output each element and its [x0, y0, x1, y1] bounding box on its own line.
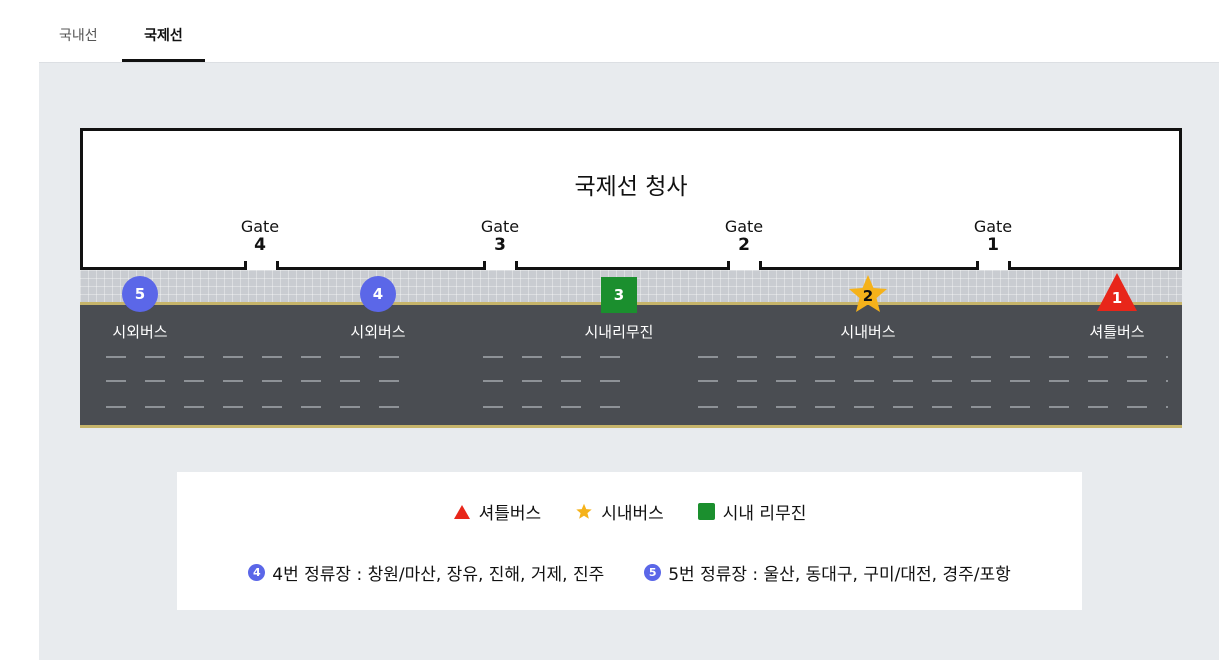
lane-dashes	[106, 406, 406, 408]
road-edge-line	[80, 425, 1182, 428]
gate-word: Gate	[240, 217, 280, 236]
legend-stop-text: 4번 정류장 : 창원/마산, 장유, 진해, 거제, 진주	[272, 565, 605, 585]
legend-box: 셔틀버스 시내버스 시내 리무진 4 4번 정류장 : 창원/마산, 장유, 진…	[177, 472, 1082, 610]
stop-3-label: 시내리무진	[584, 323, 654, 341]
stop-3-square-icon[interactable]: 3	[601, 277, 637, 313]
gate-marker	[727, 261, 730, 273]
lane-dashes	[698, 356, 1168, 358]
stop-2-label: 시내버스	[840, 323, 896, 341]
lane-dashes	[698, 380, 1168, 382]
legend-item-city-bus: 시내버스	[575, 499, 664, 524]
lane-dashes	[106, 380, 406, 382]
stop-1-triangle-icon[interactable]: 1	[1095, 271, 1139, 313]
stop-number: 3	[613, 286, 625, 304]
gate-marker	[759, 261, 762, 273]
gate-word: Gate	[973, 217, 1013, 236]
gate-marker	[515, 261, 518, 273]
triangle-icon	[1097, 273, 1137, 311]
star-icon	[849, 275, 887, 312]
legend-item-shuttle: 셔틀버스	[453, 499, 542, 524]
terminal-title: 국제선 청사	[574, 174, 688, 200]
stop-number: 4	[372, 285, 384, 303]
legend-stop-5: 5 5번 정류장 : 울산, 동대구, 구미/대전, 경주/포항	[644, 560, 1011, 585]
terminal-building: 국제선 청사	[80, 128, 1182, 270]
legend-label: 시내버스	[601, 504, 664, 524]
gate-word: Gate	[724, 217, 764, 236]
gate-marker	[1008, 261, 1011, 273]
legend-stop-text: 5번 정류장 : 울산, 동대구, 구미/대전, 경주/포항	[668, 565, 1011, 585]
lane-dashes	[483, 406, 623, 408]
lane-dashes	[698, 406, 1168, 408]
legend-item-limousine: 시내 리무진	[697, 499, 807, 524]
gate-opening	[244, 264, 277, 270]
legend-types: 셔틀버스 시내버스 시내 리무진	[177, 499, 1082, 524]
triangle-icon	[453, 504, 470, 519]
gate-word: Gate	[480, 217, 520, 236]
stop-number: 5	[134, 285, 146, 303]
lane-dashes	[483, 356, 623, 358]
gate-4: Gate 4	[225, 217, 295, 255]
gate-opening	[727, 264, 760, 270]
gate-number: 1	[987, 235, 999, 255]
gate-opening	[483, 264, 516, 270]
legend-label: 시내 리무진	[722, 504, 807, 524]
active-tab-indicator	[122, 59, 205, 63]
gate-opening	[976, 264, 1009, 270]
gate-number: 2	[738, 235, 750, 255]
gate-number: 3	[494, 235, 506, 255]
tab-domestic[interactable]: 국내선	[59, 28, 98, 44]
gate-2: Gate 2	[709, 217, 779, 255]
stop-5-circle-icon[interactable]: 5	[122, 276, 158, 312]
tab-international[interactable]: 국제선	[144, 28, 183, 44]
stop-2-star-icon[interactable]: 2	[846, 273, 890, 315]
gate-marker	[483, 261, 486, 273]
terminal-map: 국제선 청사 Gate 4 Gate 3 Gate 2 Gate 1 5	[80, 128, 1182, 430]
stop-4-label: 시외버스	[350, 323, 406, 341]
stop-4-circle-icon[interactable]: 4	[360, 276, 396, 312]
square-icon	[697, 503, 715, 520]
legend-stops: 4 4번 정류장 : 창원/마산, 장유, 진해, 거제, 진주 5 5번 정류…	[177, 560, 1082, 585]
gate-marker	[276, 261, 279, 273]
gate-number: 4	[254, 235, 266, 255]
tab-bar: 국내선 국제선	[0, 0, 1230, 63]
circle-number-icon: 5	[644, 564, 662, 581]
legend-label: 셔틀버스	[478, 504, 542, 524]
stop-1-label: 셔틀버스	[1089, 323, 1145, 341]
stop-5-label: 시외버스	[112, 323, 168, 341]
circle-number-icon: 4	[248, 564, 266, 581]
stop-number: 2	[862, 287, 874, 305]
gate-3: Gate 3	[465, 217, 535, 255]
gate-1: Gate 1	[958, 217, 1028, 255]
stop-number: 1	[1111, 289, 1123, 307]
lane-dashes	[106, 356, 406, 358]
star-icon	[576, 503, 592, 519]
lane-dashes	[483, 380, 623, 382]
gate-marker	[976, 261, 979, 273]
gate-marker	[244, 261, 247, 273]
legend-stop-4: 4 4번 정류장 : 창원/마산, 장유, 진해, 거제, 진주	[248, 560, 604, 585]
